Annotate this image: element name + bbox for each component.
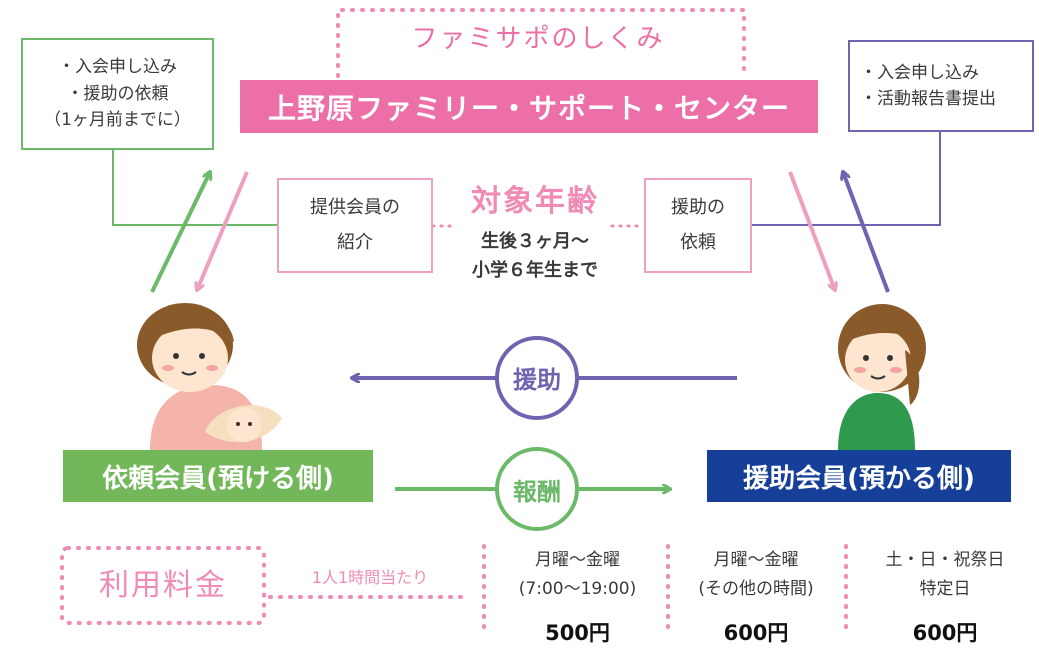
client-action-line: ・入会申し込み [58, 57, 177, 78]
provider-introduction-box: 提供会員の 紹介 [277, 178, 433, 273]
fee-period: 月曜～金曜 [713, 550, 799, 570]
helper-member-label: 援助会員(預かる側) [707, 450, 1011, 502]
request-line: 依頼 [680, 231, 716, 253]
target-age-range: 生後３ヶ月～ 小学６年生まで [430, 228, 640, 286]
helper-woman-illustration [838, 304, 926, 450]
client-action-line: ・援助の依頼 [66, 83, 169, 104]
help-flow-label: 援助 [513, 366, 561, 394]
arrow-helper-to-center [843, 172, 890, 293]
fee-column-weekday-other: 月曜～金曜 (その他の時間) 600円 [676, 546, 836, 651]
diagram-subtitle: ファミサポのしくみ [411, 24, 665, 54]
fee-column-holiday: 土・日・祝祭日 特定日 600円 [870, 546, 1020, 651]
client-member-label: 依頼会員(預ける側) [63, 450, 373, 502]
reward-flow-label: 報酬 [513, 478, 561, 506]
client-action-line: （1ヶ月前までに） [44, 110, 191, 131]
fee-price: 600円 [912, 620, 978, 645]
arrow-client-to-center [150, 172, 210, 293]
fee-price: 500円 [545, 620, 610, 645]
age-range-line: 生後３ヶ月～ [481, 231, 589, 252]
fee-period-detail: (その他の時間) [698, 578, 814, 599]
target-age-title: 対象年齢 [471, 184, 599, 219]
fee-title: 利用料金 [99, 568, 227, 603]
fee-period: 月曜～金曜 [535, 550, 620, 570]
center-name-banner: 上野原ファミリー・サポート・センター [240, 80, 818, 133]
fee-column-weekday-day: 月曜～金曜 (7:00～19:00) 500円 [490, 546, 665, 651]
client-actions-box: ・入会申し込み ・援助の依頼 （1ヶ月前までに） [21, 38, 214, 150]
request-line: 援助の [671, 197, 725, 219]
right-box-connector [752, 132, 941, 226]
help-circle [495, 336, 579, 420]
arrow-center-to-client [197, 171, 249, 290]
helper-action-line: ・入会申し込み [860, 62, 979, 83]
arrow-center-to-helper [788, 171, 835, 290]
fee-dotted-frame [60, 546, 266, 625]
intro-line: 提供会員の [310, 197, 400, 219]
fee-period-detail: (7:00～19:00) [518, 578, 637, 599]
helper-action-line: ・活動報告書提出 [860, 89, 996, 109]
help-request-box: 援助の 依頼 [644, 178, 752, 273]
client-mother-illustration [137, 303, 282, 450]
fee-price: 600円 [723, 620, 789, 645]
left-box-connector [112, 150, 277, 226]
intro-line: 紹介 [337, 231, 373, 253]
fee-period-detail: 特定日 [919, 578, 971, 599]
reward-circle [495, 447, 579, 531]
fee-unit-label: 1人1時間当たり [311, 568, 429, 587]
helper-actions-box: ・入会申し込み ・活動報告書提出 [848, 40, 1034, 132]
subtitle-dotted-frame [336, 8, 746, 78]
fee-period: 土・日・祝祭日 [885, 550, 1005, 570]
age-range-line: 小学６年生まで [472, 259, 598, 281]
